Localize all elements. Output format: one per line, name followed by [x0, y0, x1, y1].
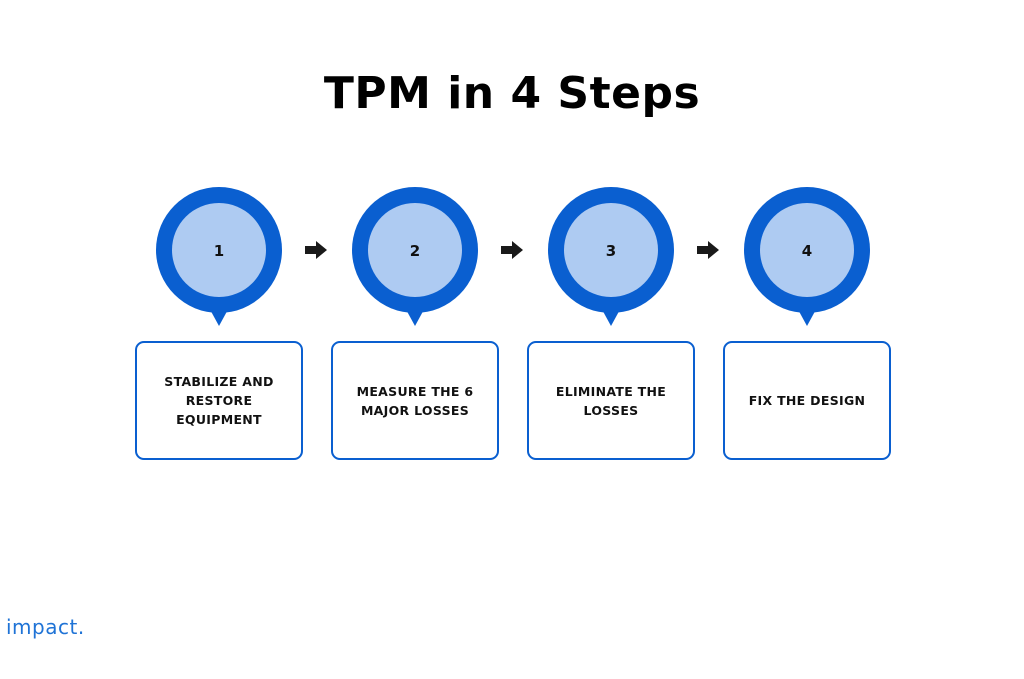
step-marker-pin: 4: [744, 187, 870, 326]
step-box: ELIMINATE THE LOSSES: [527, 341, 695, 460]
step-box: FIX THE DESIGN: [723, 341, 891, 460]
step-box: STABILIZE AND RESTORE EQUIPMENT: [135, 341, 303, 460]
step-number: 2: [410, 242, 420, 260]
impact-logo: impact.: [6, 615, 85, 639]
step-number: 3: [606, 242, 616, 260]
right-arrow-icon: [501, 241, 523, 259]
step-label: MEASURE THE 6 MAJOR LOSSES: [356, 383, 474, 418]
step-marker-pin: 1: [156, 187, 282, 326]
step-2: 2 MEASURE THE 6 MAJOR LOSSES: [331, 186, 499, 460]
step-4: 4 FIX THE DESIGN: [723, 186, 891, 460]
right-arrow-icon: [697, 241, 719, 259]
diagram-title: TPM in 4 Steps: [323, 68, 701, 119]
step-marker-pin: 3: [548, 187, 674, 326]
step-number: 4: [802, 242, 812, 260]
step-label: STABILIZE AND RESTORE EQUIPMENT: [164, 374, 274, 427]
step-label: FIX THE DESIGN: [748, 393, 866, 408]
step-box: MEASURE THE 6 MAJOR LOSSES: [331, 341, 499, 460]
step-label: ELIMINATE THE LOSSES: [555, 383, 667, 418]
step-marker-pin: 2: [352, 187, 478, 326]
step-number: 1: [214, 242, 224, 260]
step-3: 3 ELIMINATE THE LOSSES: [527, 186, 695, 460]
step-1: 1 STABILIZE AND RESTORE EQUIPMENT: [135, 186, 303, 460]
right-arrow-icon: [305, 241, 327, 259]
